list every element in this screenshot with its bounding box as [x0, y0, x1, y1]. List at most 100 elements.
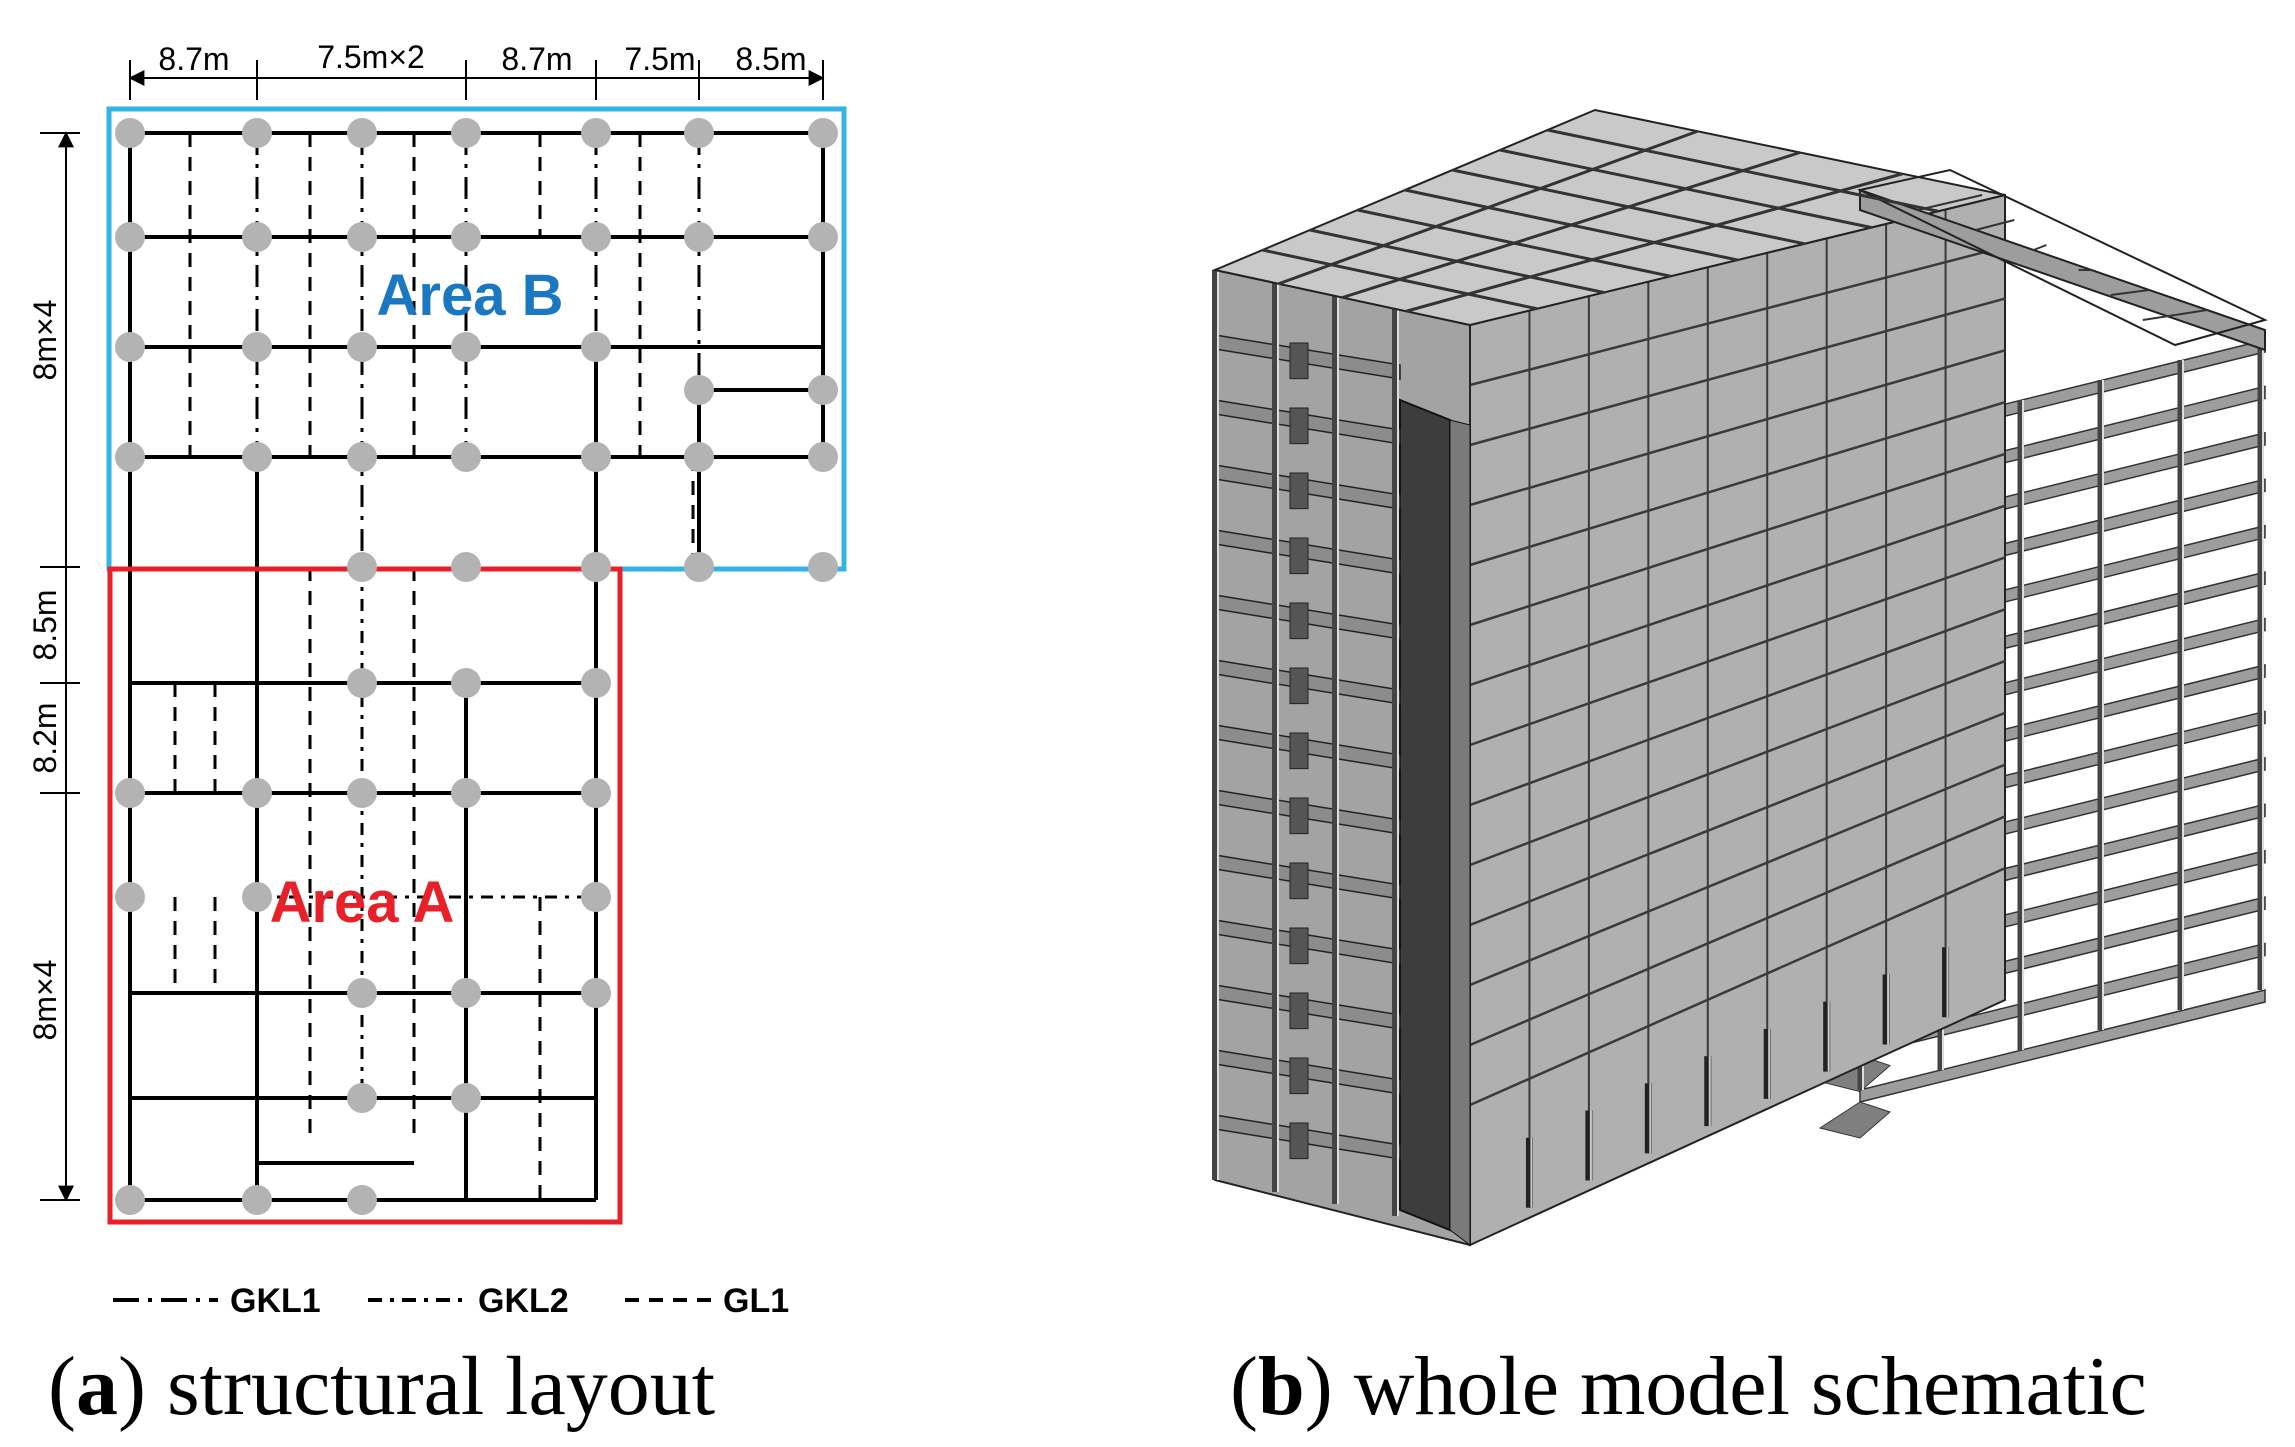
side-opening: [1289, 472, 1309, 510]
column-marker: [581, 118, 611, 148]
column-marker: [115, 332, 145, 362]
top-dimension-chain: [128, 60, 825, 100]
roof-beam: [1405, 172, 1903, 313]
column-marker: [242, 332, 272, 362]
shear-wall: [1399, 398, 1451, 1232]
roof-beam: [1278, 129, 1699, 286]
top-dim-3: 8.7m: [501, 41, 572, 77]
facade-floor-line: [1469, 452, 2006, 627]
facade-floor-line: [1469, 711, 2006, 927]
column-marker: [684, 118, 714, 148]
side-opening: [1289, 862, 1309, 900]
column-marker: [808, 118, 838, 148]
column-marker: [451, 442, 481, 472]
caption-b: (b) whole model schematic: [1230, 1340, 2147, 1433]
facade-floor-line: [1469, 349, 2006, 507]
column-marker: [451, 1083, 481, 1113]
column-marker: [347, 332, 377, 362]
column-marker: [115, 882, 145, 912]
column-marker: [347, 442, 377, 472]
roof-beam: [1342, 151, 1801, 299]
shear-wall-edge: [1449, 419, 1471, 1246]
facade-floor-line: [1469, 763, 2006, 987]
structural-layout-panel: 8.7m 7.5m×2 8.7m 7.5m 8.5m 8m×4 8.5m 8.2…: [27, 39, 847, 1433]
side-opening: [1289, 797, 1309, 835]
side-opening: [1289, 667, 1309, 705]
roof-outline: [1211, 108, 2006, 327]
facade-floor-line: [1469, 659, 2006, 867]
column-marker: [115, 1185, 145, 1215]
column-marker: [242, 778, 272, 808]
column-marker: [347, 778, 377, 808]
side-opening: [1289, 732, 1309, 770]
main-facade: [1469, 193, 2006, 1247]
column-marker: [581, 668, 611, 698]
top-dim-1: 8.7m: [158, 41, 229, 77]
column-marker: [242, 118, 272, 148]
column-marker: [581, 442, 611, 472]
wing-roof-outline: [1857, 168, 2268, 347]
side-opening: [1289, 537, 1309, 575]
top-dim-5: 8.5m: [735, 41, 806, 77]
side-opening: [1289, 927, 1309, 965]
side-opening: [1289, 602, 1309, 640]
column-marker: [451, 978, 481, 1008]
column-marker: [115, 118, 145, 148]
caption-a-text: structural layout: [146, 1340, 715, 1433]
column-marker: [115, 778, 145, 808]
column-marker: [242, 1185, 272, 1215]
wing-roof-beam-line: [2110, 289, 2150, 296]
caption-b-letter: b: [1258, 1340, 1305, 1433]
column-marker: [347, 978, 377, 1008]
column-markers: [115, 118, 838, 1215]
wing-roof-beam-line: [2142, 309, 2208, 321]
facade-floor-line: [1469, 815, 2006, 1047]
wing-roof-beam-line: [1917, 194, 1983, 211]
column-marker: [808, 375, 838, 405]
facade-floor-line: [1469, 245, 2006, 387]
column-marker: [451, 332, 481, 362]
legend: GKL1 GKL2 GL1: [113, 1282, 789, 1320]
side-opening: [1289, 1122, 1309, 1160]
left-dim-2: 8.5m: [27, 589, 63, 660]
column-marker: [347, 1083, 377, 1113]
column-marker: [242, 442, 272, 472]
left-dim-3: 8.2m: [27, 702, 63, 773]
column-marker: [808, 552, 838, 582]
column-marker: [581, 552, 611, 582]
area-b-label: Area B: [377, 263, 564, 328]
column-marker: [581, 978, 611, 1008]
wing-floor-slab: [1859, 989, 2266, 1103]
column-marker: [347, 1185, 377, 1215]
column-marker: [808, 222, 838, 252]
facade-floor-line: [1469, 504, 2006, 687]
column-marker: [451, 552, 481, 582]
side-opening: [1289, 342, 1309, 380]
column-marker: [115, 442, 145, 472]
column-marker: [242, 882, 272, 912]
legend-label-gkl1: GKL1: [230, 1282, 321, 1320]
top-dim-2: 7.5m×2: [317, 39, 425, 75]
column-marker: [347, 668, 377, 698]
column-marker: [451, 222, 481, 252]
facade-floor-line: [1469, 556, 2006, 747]
top-dim-4: 7.5m: [624, 41, 695, 77]
left-dim-1: 8m×4: [27, 300, 63, 381]
wing-roof-beam: [1859, 188, 2266, 352]
left-dimension-chain: [40, 131, 80, 1202]
column-marker: [451, 668, 481, 698]
side-opening: [1289, 1057, 1309, 1095]
column-marker: [115, 222, 145, 252]
column-marker: [347, 552, 377, 582]
caption-a: (a) structural layout: [48, 1340, 715, 1433]
column-marker: [347, 222, 377, 252]
column-marker: [581, 222, 611, 252]
legend-label-gkl2: GKL2: [478, 1282, 569, 1320]
column-marker: [684, 442, 714, 472]
column-marker: [684, 552, 714, 582]
column-marker: [581, 882, 611, 912]
side-opening: [1289, 407, 1309, 445]
column-marker: [684, 375, 714, 405]
column-marker: [347, 118, 377, 148]
